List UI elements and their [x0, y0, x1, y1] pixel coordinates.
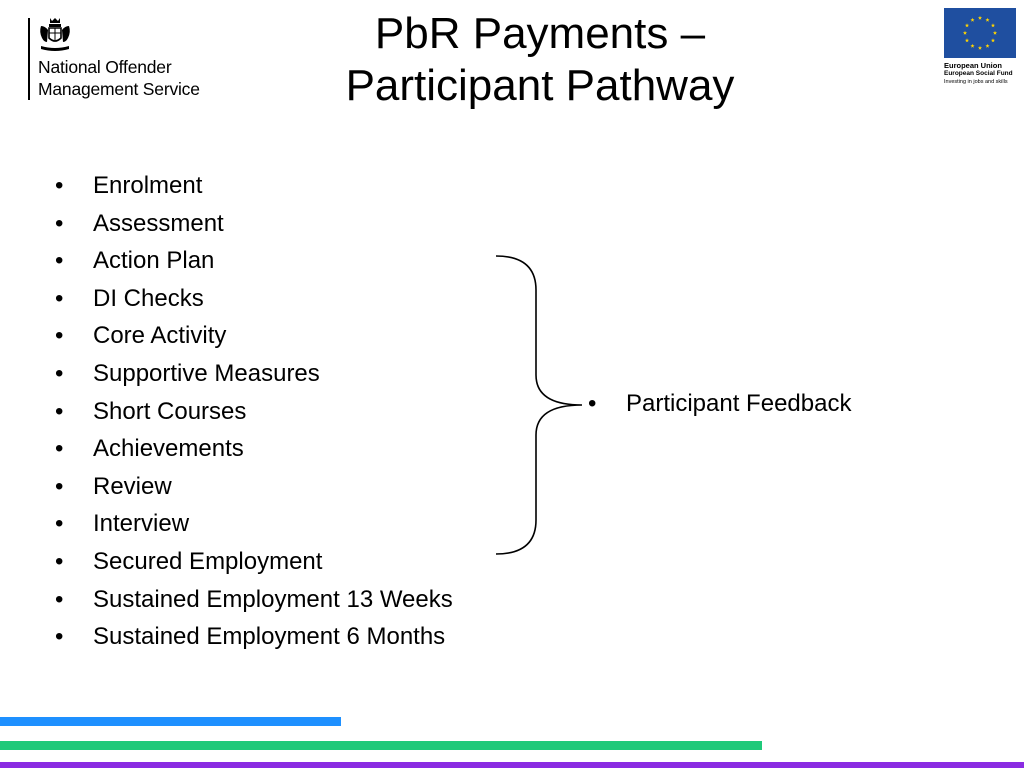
feedback-label: Participant Feedback — [626, 390, 852, 417]
list-item-label: Review — [93, 472, 172, 500]
eu-star-icon — [990, 38, 996, 43]
list-item: • Review — [55, 468, 453, 506]
list-item: • Interview — [55, 505, 453, 543]
bullet: • — [55, 472, 64, 500]
bullet: • — [55, 623, 64, 651]
list-item-label: Supportive Measures — [93, 359, 320, 387]
logo-divider — [28, 18, 30, 100]
bullet: • — [588, 390, 597, 417]
eu-logo: European Union European Social Fund Inve… — [944, 8, 1018, 88]
feedback-item: • Participant Feedback — [588, 385, 851, 423]
list-item: • Action Plan — [55, 242, 453, 280]
eu-logo-line3: Investing in jobs and skills — [944, 79, 1008, 85]
page-title: PbR Payments – Participant Pathway — [260, 8, 820, 112]
list-item-label: Sustained Employment 13 Weeks — [93, 585, 453, 613]
list-item: • Enrolment — [55, 167, 453, 205]
footer-stripe-purple — [0, 762, 1024, 768]
bullet: • — [55, 209, 64, 237]
list-item-label: Action Plan — [93, 247, 215, 275]
curly-brace-icon — [495, 255, 583, 555]
list-item: • Secured Employment — [55, 543, 453, 581]
royal-coat-of-arms-icon — [40, 18, 70, 51]
list-item: • Short Courses — [55, 393, 453, 431]
list-item: • Achievements — [55, 430, 453, 468]
list-item: • Sustained Employment 13 Weeks — [55, 581, 453, 619]
bullet: • — [55, 322, 64, 350]
list-item: • DI Checks — [55, 280, 453, 318]
eu-logo-line1: European Union — [944, 61, 1002, 70]
list-item: • Assessment — [55, 205, 453, 243]
noms-logo: National Offender Management Service — [28, 16, 258, 106]
noms-name: National Offender Management Service — [38, 56, 200, 100]
bullet: • — [55, 284, 64, 312]
bullet: • — [55, 510, 64, 538]
eu-star-icon — [977, 45, 983, 50]
eu-star-icon — [970, 17, 975, 22]
list-item-label: DI Checks — [93, 284, 204, 312]
eu-star-icon — [962, 30, 968, 35]
bullet: • — [55, 585, 64, 613]
list-item-label: Secured Employment — [93, 547, 323, 575]
list-item: • Sustained Employment 6 Months — [55, 618, 453, 656]
list-item-label: Assessment — [93, 209, 224, 237]
eu-star-icon — [985, 17, 990, 22]
eu-flag-icon — [944, 8, 1016, 58]
list-item-label: Core Activity — [93, 322, 227, 350]
bullet: • — [55, 397, 64, 425]
list-item-label: Enrolment — [93, 172, 203, 199]
list-item: • Supportive Measures — [55, 355, 453, 393]
list-item-label: Short Courses — [93, 397, 247, 425]
title-line2: Participant Pathway — [345, 61, 735, 110]
eu-star-icon — [977, 15, 983, 20]
list-item-label: Achievements — [93, 435, 244, 463]
bullet: • — [55, 172, 64, 199]
eu-star-icon — [992, 30, 998, 35]
eu-star-icon — [990, 23, 996, 28]
eu-star-icon — [985, 43, 990, 48]
eu-star-icon — [964, 23, 970, 28]
eu-star-icon — [970, 43, 975, 48]
list-item-label: Sustained Employment 6 Months — [93, 623, 446, 651]
bullet: • — [55, 247, 64, 275]
list-item: • Core Activity — [55, 317, 453, 355]
bullet: • — [55, 547, 64, 575]
bullet: • — [55, 435, 64, 463]
noms-name-line2: Management Service — [38, 79, 200, 99]
bullet: • — [55, 359, 64, 387]
noms-name-line1: National Offender — [38, 57, 172, 77]
list-item-label: Interview — [93, 510, 190, 538]
footer-stripe-blue — [0, 717, 341, 726]
footer-stripe-green — [0, 741, 762, 750]
pathway-list: • Enrolment • Assessment • Action Plan • DI Che… — [55, 167, 453, 656]
title-line1: PbR Payments – — [374, 9, 706, 58]
eu-star-icon — [964, 38, 970, 43]
eu-logo-line2: European Social Fund — [944, 70, 1013, 77]
